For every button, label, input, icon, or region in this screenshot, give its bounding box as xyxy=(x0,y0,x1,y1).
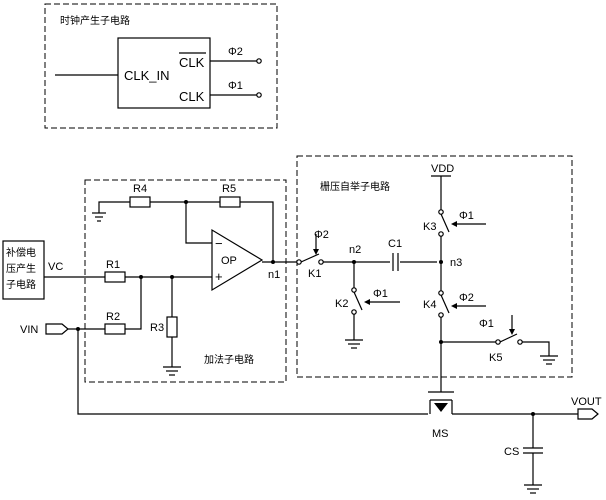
n3-node-dot xyxy=(439,260,443,264)
r4-label: R4 xyxy=(133,183,147,195)
r2-resistor xyxy=(104,323,126,335)
vin-port xyxy=(45,323,69,335)
phi2-terminal xyxy=(256,58,262,64)
compensation-subcircuit: 补偿电 压产生 子电路 VC xyxy=(2,240,63,300)
vout-net-label: VOUT xyxy=(571,396,602,408)
r2-to-node-wire xyxy=(125,277,142,330)
ms-label: MS xyxy=(432,428,449,440)
bootstrap-subcircuit: 栅压自举子电路 Φ2 K1 n2 C1 Φ1 K2 VDD xyxy=(296,155,573,392)
clock-generator-box xyxy=(117,37,211,109)
k4-label: K4 xyxy=(423,299,436,311)
k4-arrow-head xyxy=(451,303,457,309)
op-minus-sign: − xyxy=(215,236,223,251)
k1-label: K1 xyxy=(308,268,321,280)
k1-right-contact xyxy=(318,259,324,265)
adder-block-title: 加法子电路 xyxy=(204,353,254,366)
clk-pin-label: CLK xyxy=(179,89,205,104)
k2-top-contact xyxy=(351,287,357,293)
r5-label: R5 xyxy=(222,183,236,195)
compensation-title-line-2: 压产生 xyxy=(6,262,36,275)
k1-arrow-head xyxy=(313,249,319,255)
op-amp xyxy=(211,228,264,292)
k5-phase-label: Φ1 xyxy=(479,318,494,330)
compensation-title-line-1: 补偿电 xyxy=(6,246,36,259)
phi2-output-label: Φ2 xyxy=(228,46,243,58)
adder-block-boundary xyxy=(84,179,287,383)
vdd-label: VDD xyxy=(431,163,454,175)
minus-input-wire xyxy=(185,202,212,244)
r1-resistor xyxy=(104,271,126,283)
phi1-output-label: Φ1 xyxy=(228,80,243,92)
c1-gap xyxy=(390,254,400,270)
k2-arrow-head xyxy=(364,299,370,305)
k4-phase-label: Φ2 xyxy=(459,292,474,304)
vin-to-ms-wire xyxy=(77,329,428,415)
clk-bar-pin-label: CLK xyxy=(179,55,205,70)
k5-left-contact xyxy=(495,339,501,345)
k4-bottom-contact xyxy=(438,312,444,318)
vout-port xyxy=(577,408,599,420)
k1-left-contact xyxy=(296,259,302,265)
k5-arrow-head xyxy=(509,329,515,335)
op-label: OP xyxy=(221,255,237,267)
compensation-title-line-3: 子电路 xyxy=(6,278,36,291)
bootstrap-block-title: 栅压自举子电路 xyxy=(320,180,390,193)
clock-block-boundary xyxy=(44,3,278,129)
k1-phase-label: Φ2 xyxy=(314,229,329,241)
n2-net-label: n2 xyxy=(349,244,361,256)
cs-label: CS xyxy=(504,446,519,458)
n1-net-label: n1 xyxy=(268,269,280,281)
k2-label: K2 xyxy=(335,298,348,310)
k3-phase-label: Φ1 xyxy=(459,210,474,222)
vc-net-label: VC xyxy=(48,261,63,273)
clk-in-pin-label: CLK_IN xyxy=(124,68,170,83)
clock-subcircuit: 时钟产生子电路 CLK_IN CLK CLK Φ2 Φ1 xyxy=(44,3,278,129)
k3-label: K3 xyxy=(423,221,436,233)
k5-to-ground-wire xyxy=(522,341,550,356)
r1-label: R1 xyxy=(106,259,120,271)
k5-right-contact xyxy=(517,339,523,345)
vin-net-label: VIN xyxy=(20,324,38,336)
r3-resistor xyxy=(166,316,178,338)
k4-switch-blade xyxy=(440,294,450,314)
c1-label: C1 xyxy=(388,238,402,250)
n3-net-label: n3 xyxy=(450,257,462,269)
compensation-block-box xyxy=(2,240,45,300)
k3-switch-blade xyxy=(440,213,450,233)
r3-label: R3 xyxy=(150,322,164,334)
r4-left-wire xyxy=(98,201,130,213)
k4-top-contact xyxy=(438,290,444,296)
clock-block-title: 时钟产生子电路 xyxy=(60,14,130,27)
n1-node-dot xyxy=(271,260,275,264)
r5-resistor xyxy=(219,196,241,208)
k3-top-contact xyxy=(438,209,444,215)
k2-bottom-contact xyxy=(351,309,357,315)
adder-subcircuit: 加法子电路 R1 R2 R3 R4 R5 xyxy=(44,179,297,383)
r4-resistor xyxy=(129,196,151,208)
r5-feedback-wire xyxy=(240,201,274,262)
output-stage: VIN MS VOUT CS xyxy=(20,323,602,494)
r2-label: R2 xyxy=(106,311,120,323)
k5-switch-blade xyxy=(499,333,518,343)
bootstrap-block-boundary xyxy=(296,155,573,378)
k3-arrow-head xyxy=(451,221,457,227)
k2-phase-label: Φ1 xyxy=(373,288,388,300)
k5-label: K5 xyxy=(489,352,502,364)
ms-body-arrow xyxy=(434,403,448,412)
op-plus-sign: + xyxy=(215,269,223,284)
k1-switch-blade xyxy=(300,253,320,263)
phi1-terminal xyxy=(256,92,262,98)
k2-switch-blade xyxy=(353,291,363,311)
k3-bottom-contact xyxy=(438,231,444,237)
